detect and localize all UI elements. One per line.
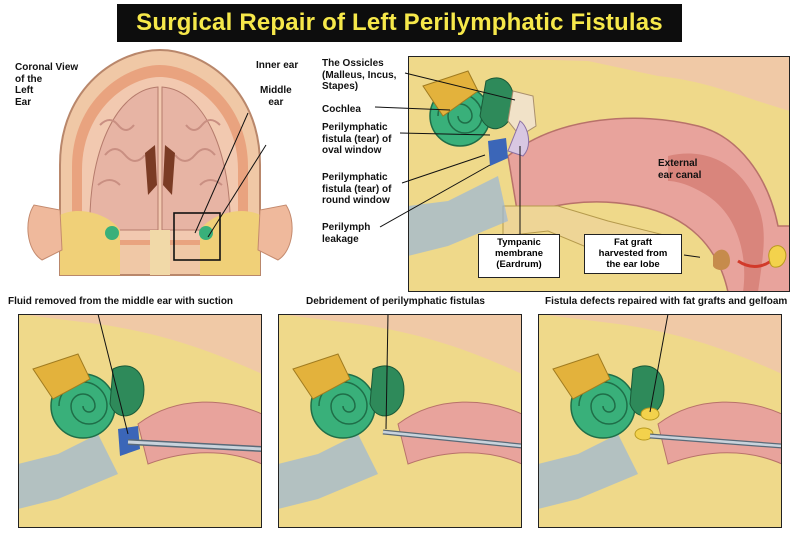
title-bar: Surgical Repair of Left Perilymphatic Fi…	[117, 4, 682, 42]
coronal-head-illustration	[27, 48, 293, 276]
external-ear-canal-label: External ear canal	[658, 158, 702, 181]
middle-ear-label: Middle ear	[260, 85, 292, 108]
panel-1-caption: Fluid removed from the middle ear with s…	[8, 296, 234, 307]
perilymph-leakage-label: Perilymph leakage	[322, 222, 371, 245]
round-window-fistula-label: Perilymphatic fistula (tear) of round wi…	[322, 172, 392, 206]
fat-graft-piece	[768, 245, 787, 268]
page-title: Surgical Repair of Left Perilymphatic Fi…	[136, 9, 663, 36]
anatomy-leader-lines	[374, 72, 700, 258]
tympanic-membrane-label: Tympanic membrane (Eardrum)	[478, 234, 560, 278]
panel-suction	[18, 314, 262, 528]
fat-graft-label: Fat graft harvested from the ear lobe	[584, 234, 682, 274]
cochlea-label: Cochlea	[322, 104, 361, 115]
inner-ear-label: Inner ear	[256, 60, 299, 71]
panel-2-caption: Debridement of perilymphatic fistulas	[306, 296, 485, 307]
oval-window-fistula-label: Perilymphatic fistula (tear) of oval win…	[322, 122, 392, 156]
panel-repair	[538, 314, 782, 528]
ossicles-label: The Ossicles (Malleus, Incus, Stapes)	[322, 58, 397, 92]
coronal-view-label: Coronal View of the Left Ear	[15, 62, 79, 108]
panel-debridement	[278, 314, 522, 528]
panel-3-caption: Fistula defects repaired with fat grafts…	[545, 296, 788, 307]
ear-anatomy-panel	[408, 56, 790, 292]
